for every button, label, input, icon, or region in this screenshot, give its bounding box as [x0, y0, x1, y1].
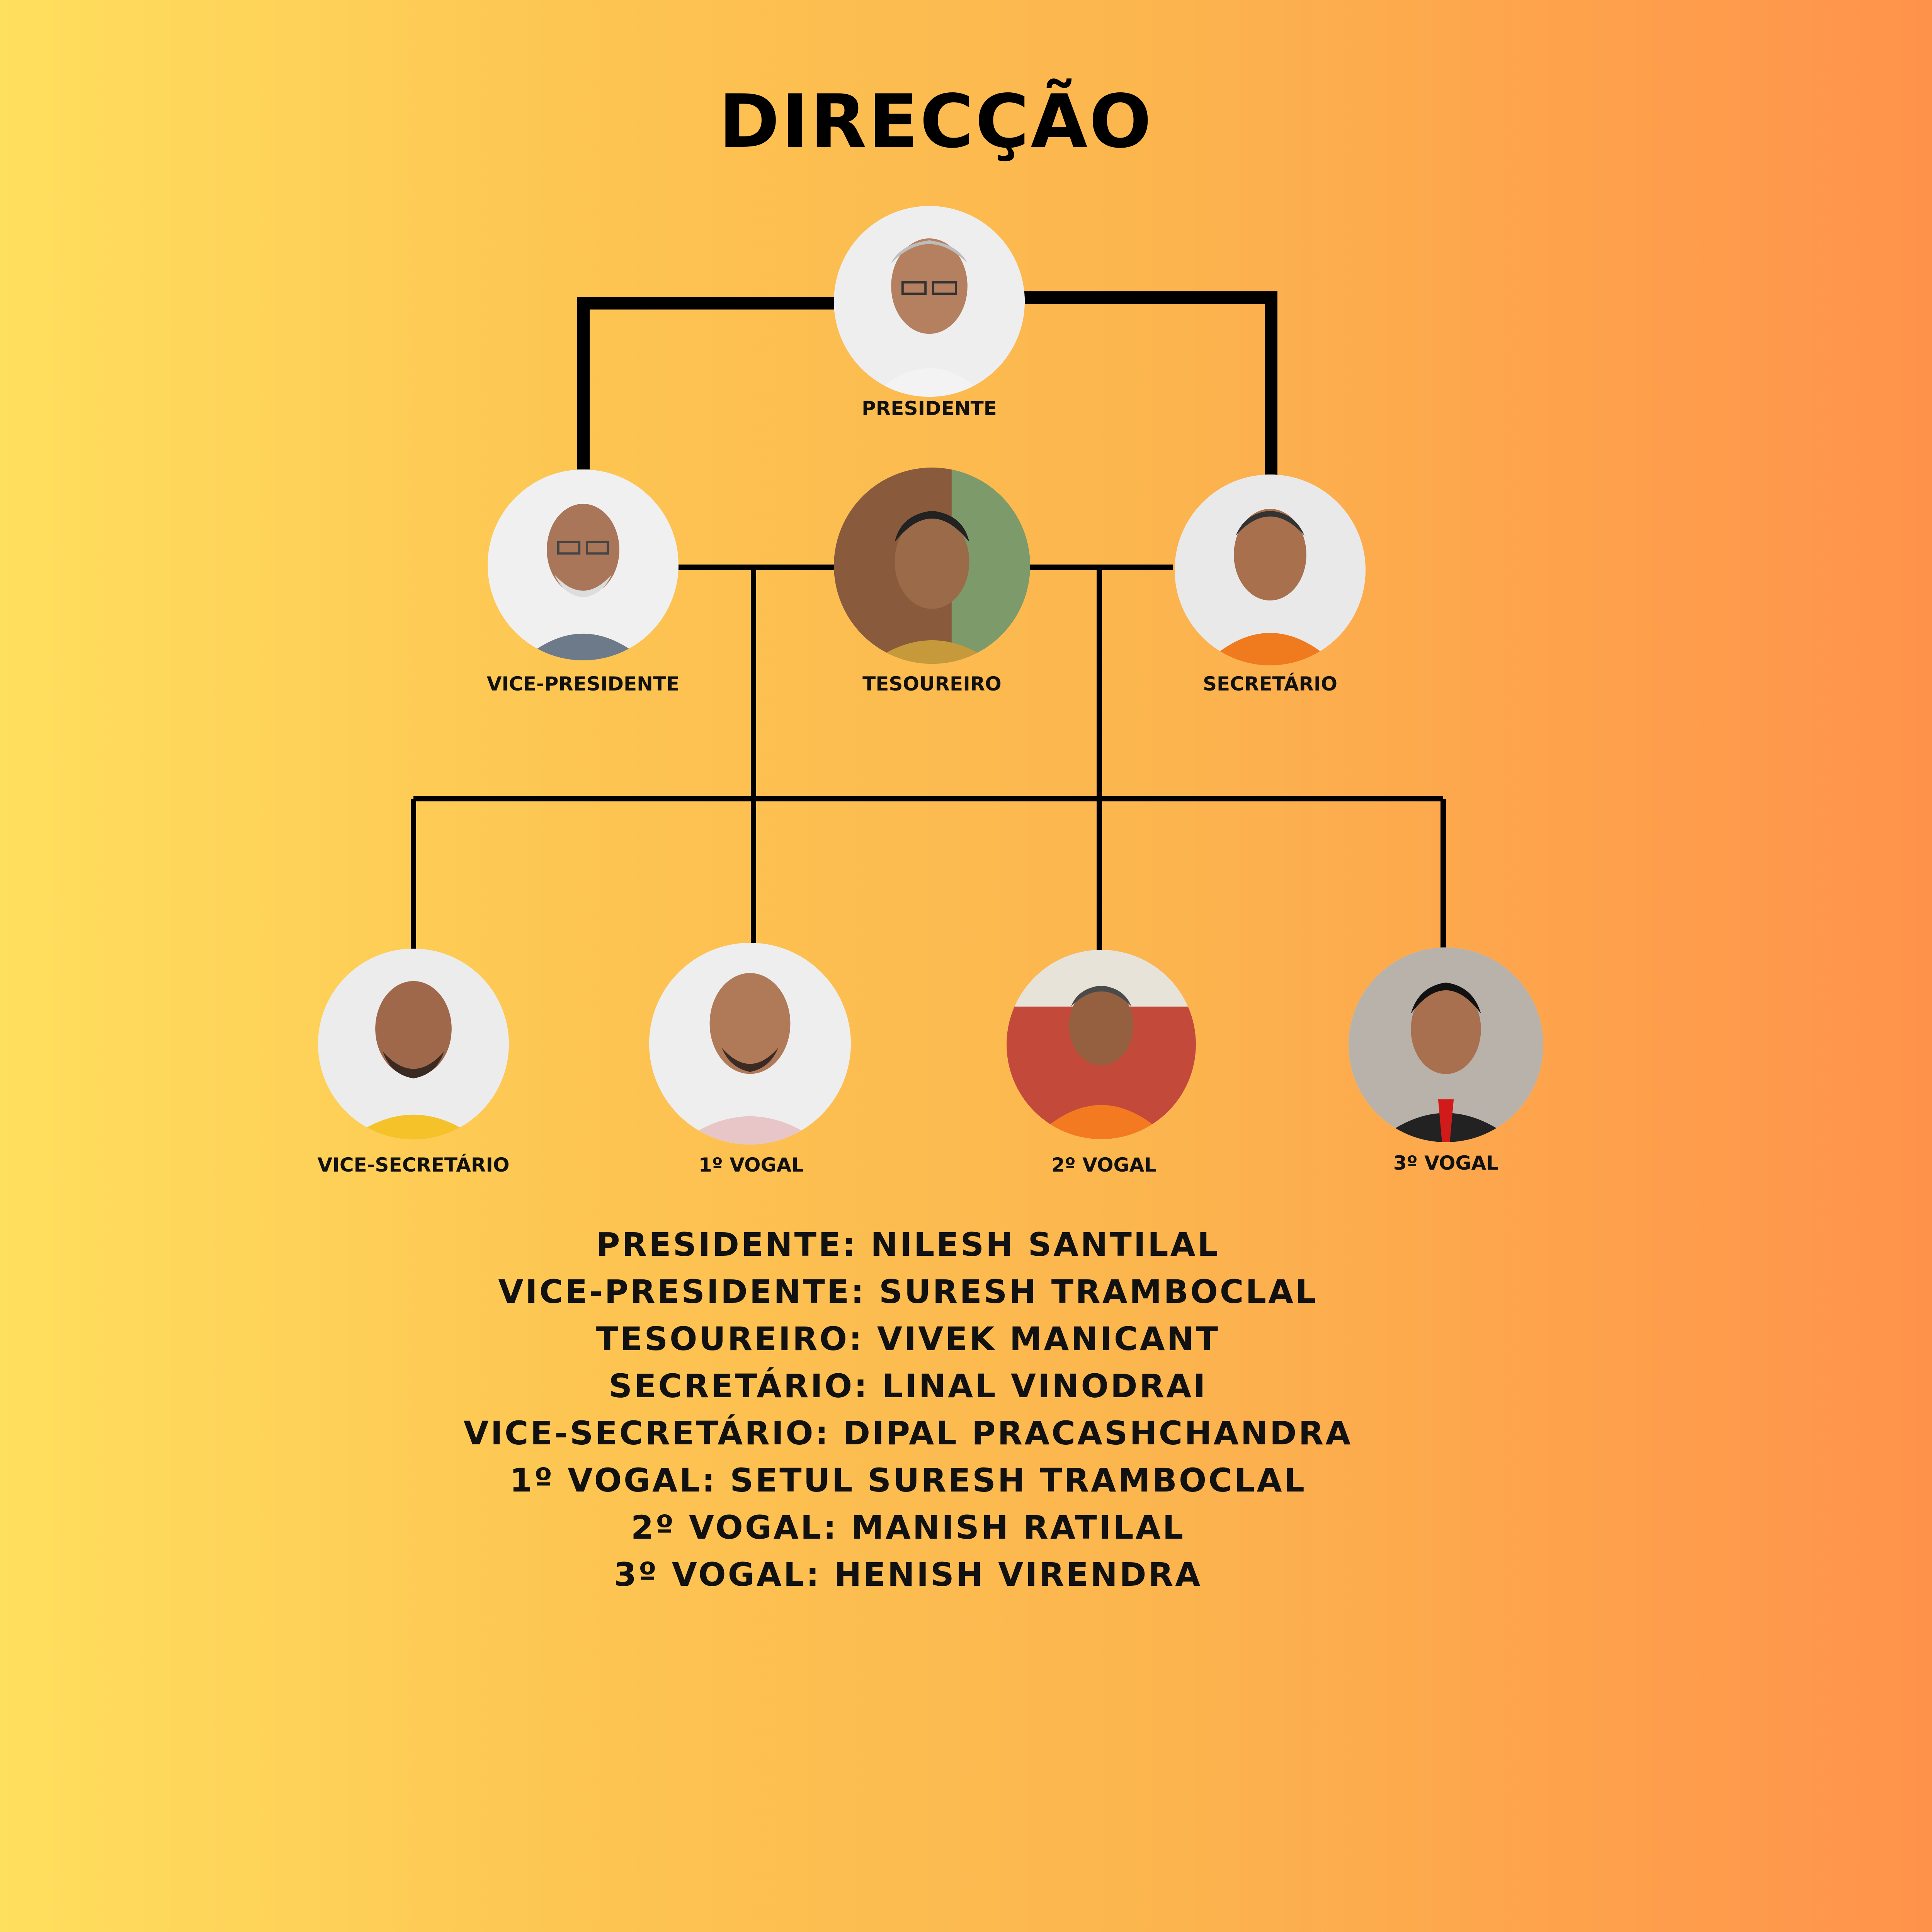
- person-photo-icon: [1175, 474, 1366, 665]
- vice-secretary-photo: [318, 949, 509, 1139]
- role-label-presidente: PRESIDENTE: [862, 397, 997, 420]
- member-list: PRESIDENTE: NILESH SANTILAL VICE-PRESIDE…: [425, 1221, 1391, 1598]
- connector-drops: [751, 567, 1102, 796]
- role-label-vogal-2: 2º VOGAL: [1051, 1154, 1157, 1176]
- member-line: VICE-SECRETÁRIO: DIPAL PRACASHCHANDRA: [463, 1414, 1353, 1452]
- page-title: DIRECÇÃO: [719, 79, 1153, 164]
- member-line: TESOUREIRO: VIVEK MANICANT: [596, 1320, 1220, 1358]
- connector-president-branches: [577, 291, 1277, 475]
- secretary-photo: [1175, 474, 1366, 665]
- president-photo: [834, 206, 1025, 397]
- person-photo-icon: [649, 943, 851, 1145]
- role-label-vogal-3: 3º VOGAL: [1393, 1152, 1499, 1174]
- person-photo-icon: [318, 949, 509, 1139]
- role-label-tesoureiro: TESOUREIRO: [862, 673, 1002, 695]
- vice-president-photo: [488, 469, 679, 660]
- member-line: SECRETÁRIO: LINAL VINODRAI: [609, 1367, 1208, 1405]
- member-line: 3º VOGAL: HENISH VIRENDRA: [614, 1556, 1202, 1594]
- person-photo-icon: [1007, 950, 1196, 1139]
- connector-third-level: [411, 796, 1446, 954]
- member-line: 2º VOGAL: MANISH RATILAL: [631, 1509, 1185, 1546]
- third-vogal-photo: [1349, 947, 1543, 1142]
- member-line: VICE-PRESIDENTE: SURESH TRAMBOCLAL: [498, 1273, 1318, 1311]
- person-photo-icon: [488, 469, 679, 660]
- first-vogal-photo: [649, 943, 851, 1145]
- person-photo-icon: [834, 468, 1030, 664]
- role-label-vice-presidente: VICE-PRESIDENTE: [486, 673, 680, 695]
- person-photo-icon: [1349, 947, 1543, 1142]
- role-label-vogal-1: 1º VOGAL: [698, 1154, 804, 1176]
- member-line: 1º VOGAL: SETUL SURESH TRAMBOCLAL: [509, 1461, 1306, 1499]
- role-label-secretario: SECRETÁRIO: [1202, 673, 1338, 695]
- member-line: PRESIDENTE: NILESH SANTILAL: [596, 1226, 1220, 1264]
- treasurer-photo: [834, 468, 1030, 664]
- person-photo-icon: [834, 206, 1025, 397]
- role-label-vice-secretario: VICE-SECRETÁRIO: [317, 1154, 510, 1176]
- second-vogal-photo: [1007, 950, 1196, 1139]
